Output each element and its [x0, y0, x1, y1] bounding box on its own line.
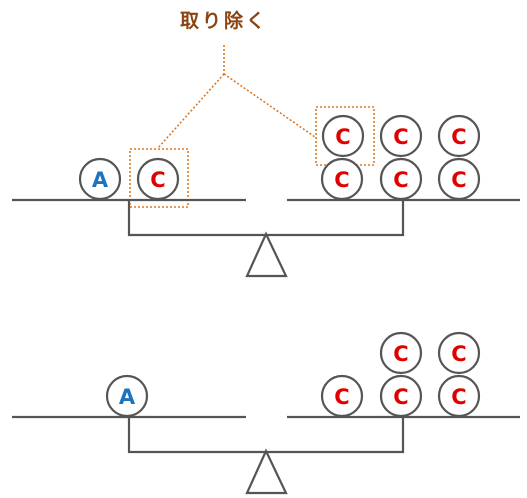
beam	[127, 417, 405, 454]
fulcrum	[245, 231, 288, 278]
ball-c: C	[379, 157, 423, 201]
ball-c: C	[379, 374, 423, 418]
ball-c: C	[320, 374, 364, 418]
ball-label: C	[393, 168, 408, 192]
ball-c: C	[320, 157, 364, 201]
ball-label: C	[393, 385, 408, 409]
removed-left-highlight	[129, 148, 189, 208]
scale-before: A C C C C C C C	[12, 114, 520, 278]
ball-c: C	[136, 157, 180, 201]
scale-after: A C C C C C	[12, 331, 520, 495]
ball-c: C	[437, 157, 481, 201]
ball-c: C	[321, 114, 365, 158]
ball-a: A	[78, 157, 122, 201]
ball-label: C	[451, 385, 466, 409]
ball-label: C	[451, 125, 466, 149]
ball-label: A	[119, 385, 136, 409]
ball-label: C	[451, 168, 466, 192]
ball-label: C	[334, 168, 349, 192]
ball-label: C	[393, 125, 408, 149]
ball-label: C	[334, 385, 349, 409]
ball-c: C	[437, 114, 481, 158]
ball-label: C	[393, 342, 408, 366]
ball-c: C	[379, 331, 423, 375]
ball-label: C	[335, 125, 350, 149]
ball-c: C	[379, 114, 423, 158]
ball-label: C	[150, 168, 165, 192]
remove-callout-label: 取り除く	[180, 9, 268, 32]
beam	[127, 200, 405, 237]
ball-c: C	[437, 331, 481, 375]
ball-label: C	[451, 342, 466, 366]
fulcrum	[245, 448, 288, 495]
ball-c: C	[437, 374, 481, 418]
ball-label: A	[92, 168, 109, 192]
ball-a: A	[105, 374, 149, 418]
